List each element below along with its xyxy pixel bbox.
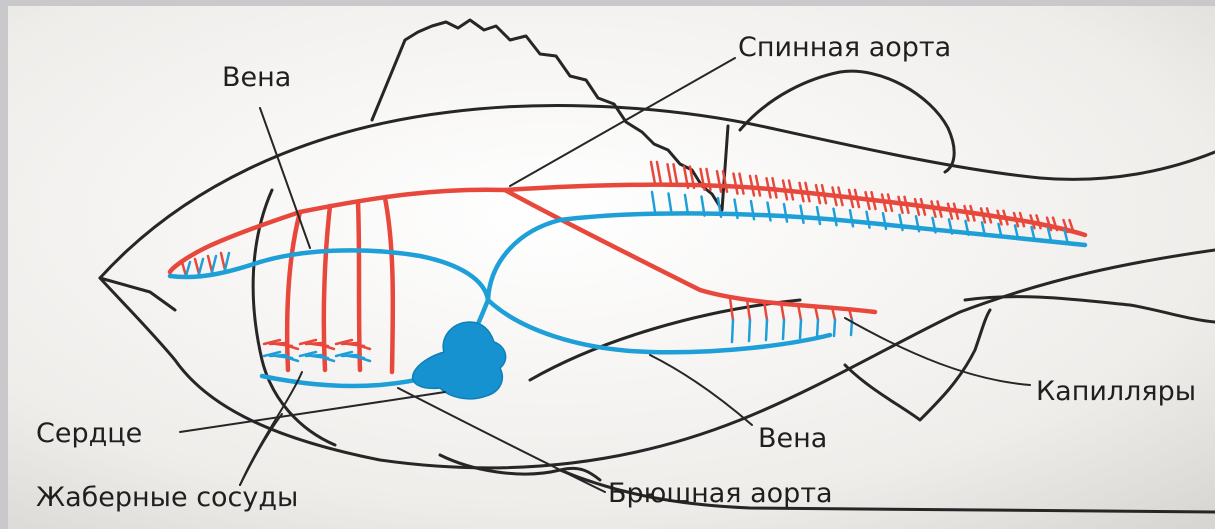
label-spinal-aorta: Спинная аорта (738, 32, 951, 63)
capillary-blue (766, 320, 767, 340)
label-heart: Сердце (36, 418, 142, 449)
label-ventral-aorta: Брюшная аорта (608, 478, 833, 509)
capillary-blue (834, 320, 835, 336)
label-capillaries: Капилляры (1036, 376, 1196, 407)
label-vein-top: Вена (222, 62, 291, 93)
capillary-blue (749, 320, 750, 341)
capillary-blue (817, 320, 818, 337)
label-vein-bottom: Вена (758, 423, 827, 454)
label-gill-vessels: Жаберные сосуды (36, 482, 298, 513)
capillary-blue (800, 320, 801, 338)
capillary-blue (783, 320, 784, 339)
capillary-blue (732, 320, 733, 342)
